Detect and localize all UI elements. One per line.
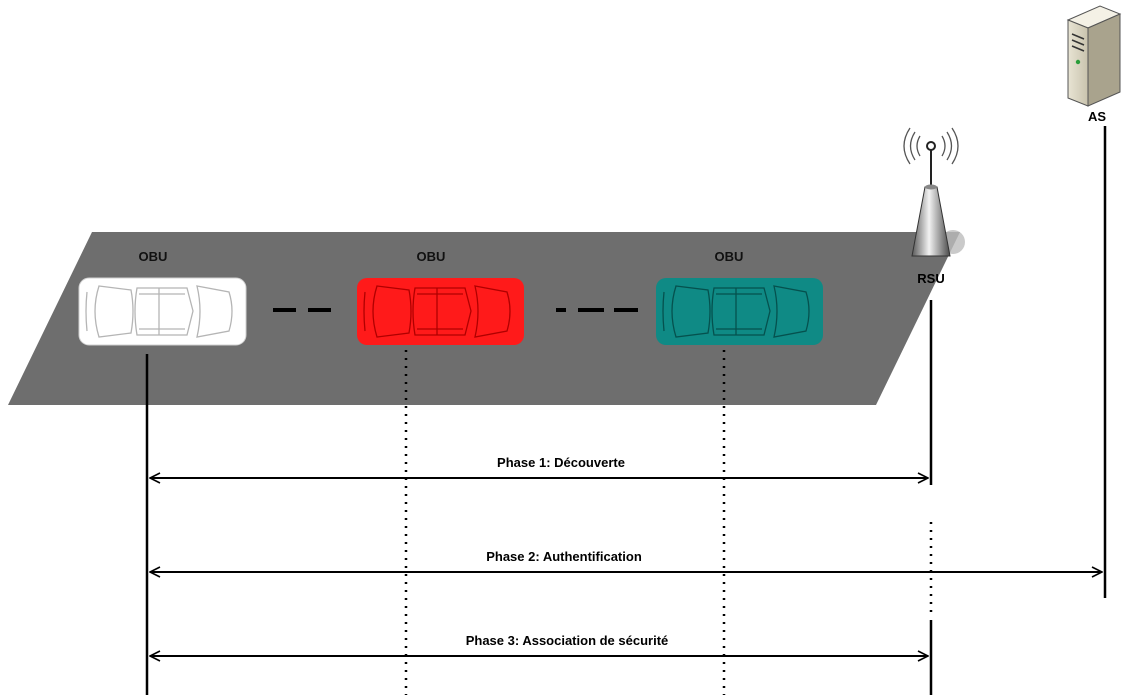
obu-label: OBU (417, 249, 446, 264)
obu-label: OBU (715, 249, 744, 264)
lifelines (145, 126, 1107, 695)
server-icon (1066, 5, 1122, 107)
phase-2-label: Phase 2: Authentification (486, 549, 642, 564)
obu-label: OBU (139, 249, 168, 264)
car-icon (78, 277, 247, 346)
phase-arrows (150, 478, 1102, 656)
antenna-icon (903, 127, 965, 257)
car-icon (656, 278, 823, 345)
car-icon (357, 278, 524, 345)
rsu-label: RSU (917, 271, 944, 286)
phase-3-label: Phase 3: Association de sécurité (466, 633, 669, 648)
as-label: AS (1088, 109, 1106, 124)
phase-1-label: Phase 1: Découverte (497, 455, 625, 470)
